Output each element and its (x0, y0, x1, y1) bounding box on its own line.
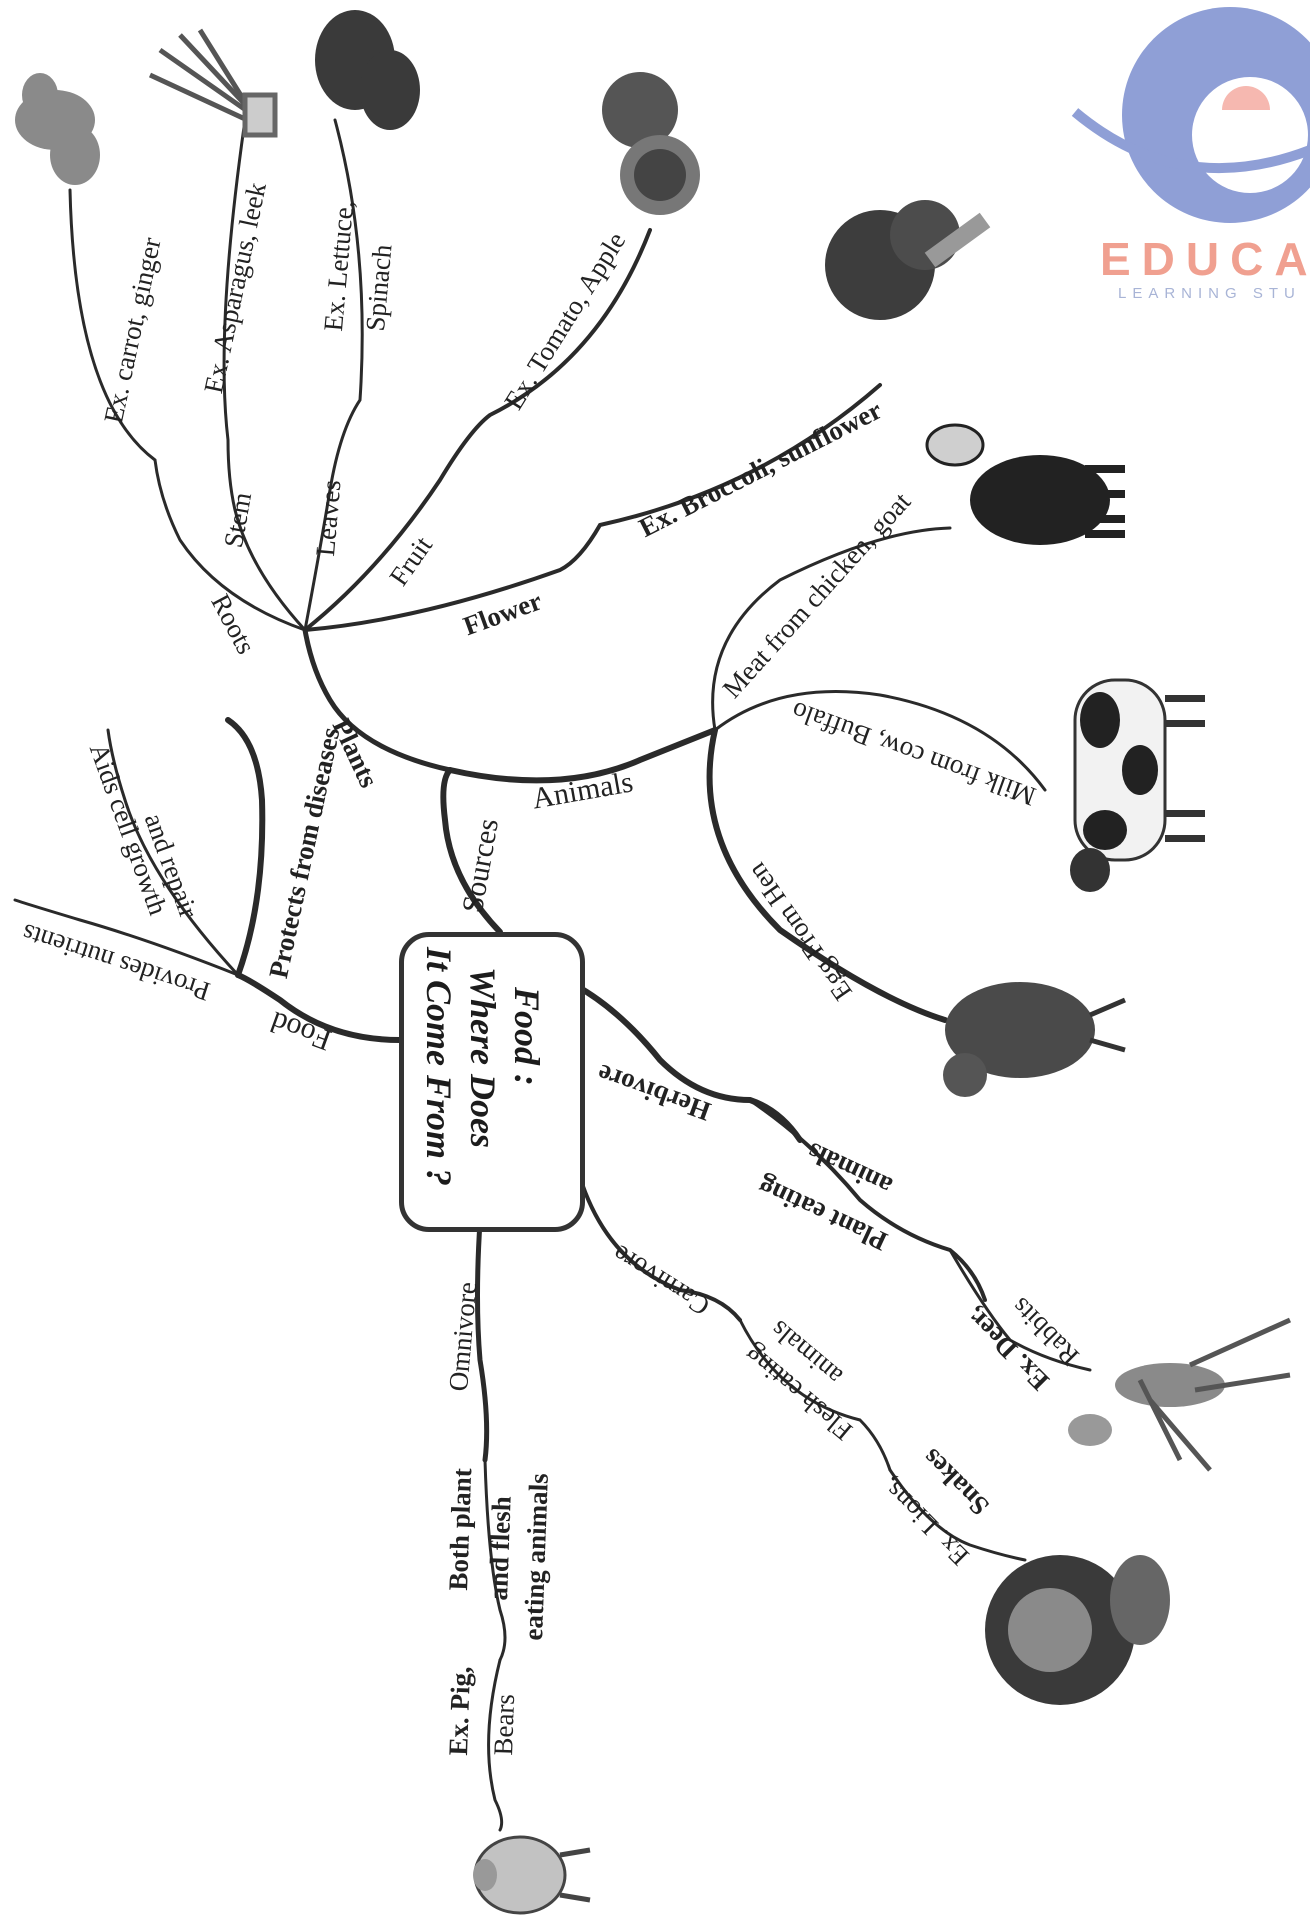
spinach-illustration (315, 10, 420, 130)
hen-illustration (943, 982, 1126, 1097)
branch-herbivore-desc (748, 1098, 987, 1302)
branch-egg (706, 727, 948, 1023)
brand-name: EDUCA (1100, 233, 1310, 285)
central-topic-box: Food : Where Does It Come From ? (399, 932, 585, 1232)
branch-omnivore-desc (483, 1458, 507, 1662)
branch-animals (447, 727, 718, 784)
goat-illustration (925, 423, 1125, 545)
branch-protects (225, 717, 266, 978)
cow-illustration (1070, 678, 1205, 892)
central-title-line1: Food : (507, 987, 547, 1086)
branch-herbivore (572, 982, 803, 1143)
broccoli-illustration (825, 200, 991, 320)
central-title-line3: It Come From ? (419, 947, 459, 1187)
branch-roots (68, 188, 307, 632)
branch-sources (440, 767, 503, 935)
branch-leaves (303, 118, 364, 632)
branch-food (235, 972, 403, 1043)
label-both-plant: Both plant (443, 1467, 478, 1591)
branch-meat (711, 526, 952, 732)
central-title-line2: Where Does (463, 967, 503, 1148)
pig-illustration (473, 1835, 591, 1915)
label-leaves: Leaves (310, 478, 347, 558)
branch-provides (13, 898, 240, 977)
branch-herbivore-ex (948, 1248, 1092, 1372)
branch-milk (713, 690, 1047, 792)
branch-omnivore-ex (487, 1658, 504, 1832)
label-eating-animals: eating animals (518, 1472, 554, 1641)
branch-plants (302, 627, 453, 773)
branch-flower (303, 383, 882, 632)
branch-carnivore-desc (738, 1318, 892, 1472)
educa-logo (1071, 7, 1310, 223)
label-and-flesh: and flesh (483, 1495, 517, 1601)
ginger-illustration (15, 73, 100, 185)
deer-illustration (1068, 1317, 1292, 1472)
label-omnivore-example-2: Bears (488, 1693, 521, 1756)
branch-carnivore (573, 1158, 742, 1322)
lion-illustration (985, 1555, 1170, 1705)
branch-fruit (303, 228, 652, 632)
branch-stem (222, 118, 307, 632)
branch-aids (106, 728, 240, 977)
branch-omnivore (475, 1219, 490, 1463)
branch-carnivore-ex (888, 1468, 1027, 1562)
tomato-illustration (602, 72, 700, 215)
leek-illustration (148, 28, 278, 138)
brand-tagline: LEARNING STU (1118, 285, 1301, 302)
label-omnivore-example-1: Ex. Pig, (443, 1665, 477, 1756)
